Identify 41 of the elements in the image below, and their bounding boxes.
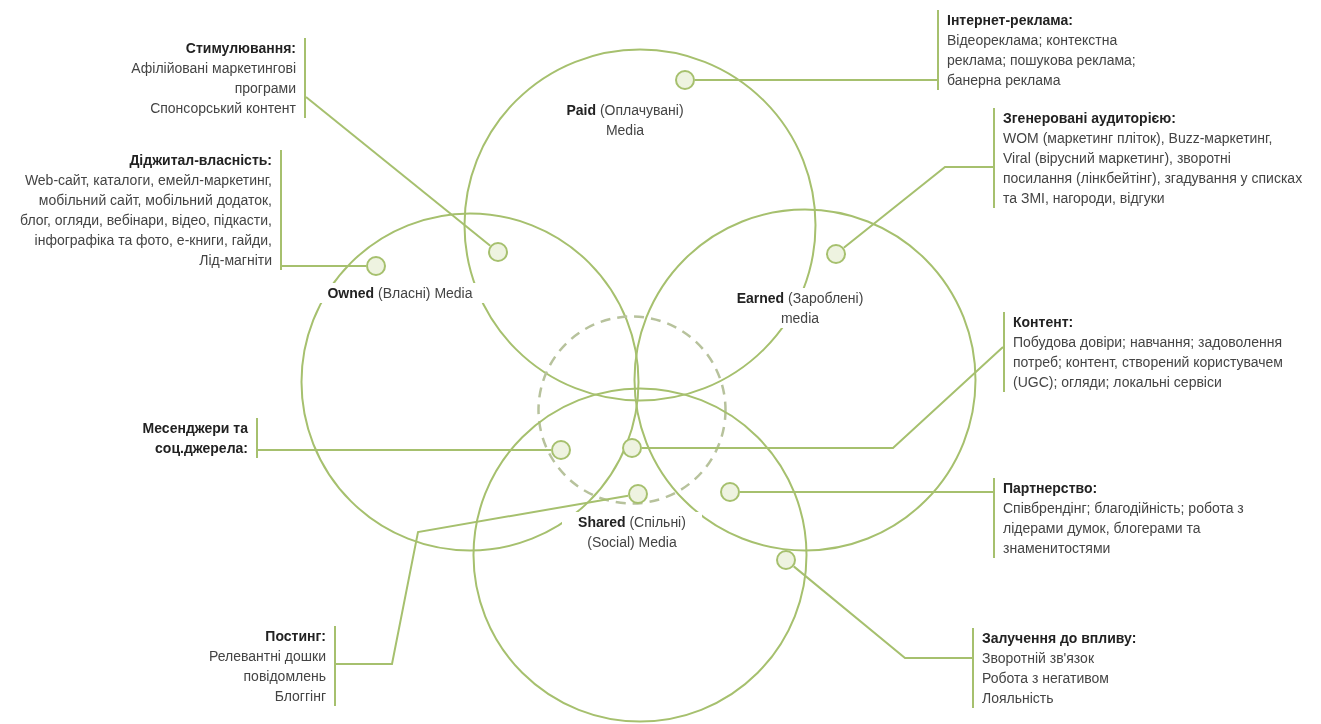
callout-text: Відеореклама; контекстна реклама; пошукова реклама; банерна реклама — [947, 31, 1137, 90]
circle-label: Shared (Спільні) (Social) Media — [562, 512, 702, 552]
marker-circle — [776, 550, 796, 570]
leader-line — [739, 491, 994, 493]
callout-heading: Контент: — [1013, 313, 1075, 332]
callout-text: Співбрендінг; благодійність; робота з лідерами думок, блогерами та знаменитостями — [1003, 499, 1245, 558]
callout-heading: Партнерство: — [1003, 479, 1099, 498]
callout-text: Web-сайт, каталоги, емейл-маркетинг, мобільний сайт, мобільний додаток, блог, огляди, вебінари, відео, підкасти, інфографіка та фото, е-книги, гайди, Лід-магніти — [19, 171, 272, 270]
callout-text: Афілійовані маркетингові програми — [130, 59, 296, 98]
callout-heading: Згенеровані аудиторією: — [1003, 109, 1177, 128]
leader-line — [792, 565, 973, 659]
callout-text: Зворотній зв'язок — [982, 649, 1096, 668]
callout-heading: Постинг: — [264, 627, 326, 646]
marker-circle — [826, 244, 846, 264]
marker-circle — [366, 256, 386, 276]
leader-line — [257, 449, 552, 451]
leader-line — [694, 79, 938, 81]
callout-text: Спонсорський контент — [149, 99, 296, 118]
leader-line — [641, 346, 1004, 449]
marker-circle — [488, 242, 508, 262]
callout-heading: Стимулювання: — [184, 39, 296, 58]
callout-heading: Інтернет-реклама: — [947, 11, 1074, 30]
bracket-callout — [993, 108, 1303, 208]
leader-line — [335, 494, 630, 665]
callout-heading: Діджитал-власність: — [128, 151, 272, 170]
marker-circle — [675, 70, 695, 90]
marker-circle — [551, 440, 571, 460]
marker-circle — [628, 484, 648, 504]
callout-text: Блоггінг — [273, 687, 326, 706]
leader-line — [281, 265, 367, 267]
leader-line — [305, 96, 492, 247]
callout-heading: Залучення до впливу: — [982, 629, 1138, 648]
marker-circle — [720, 482, 740, 502]
callout-heading: Месенджери та соц.джерела: — [141, 419, 248, 458]
callout-text: Робота з негативом — [982, 669, 1110, 688]
callout-text: Релевантні дошки повідомлень — [207, 647, 326, 686]
callout-text: WOM (маркетинг пліток), Buzz-маркетинг, Viral (вірусний маркетинг), зворотні посилання (лінкбейтінг), згадування у списках та ЗМІ, нагороди, відгуки — [1003, 129, 1303, 208]
callout-text: Побудова довіри; навчання; задоволення потреб; контент, створений користувачем (UGC); огляди; локальні сервіси — [1013, 333, 1284, 392]
leader-line — [842, 166, 994, 249]
callout-text: Лояльність — [982, 689, 1055, 708]
marker-circle — [622, 438, 642, 458]
